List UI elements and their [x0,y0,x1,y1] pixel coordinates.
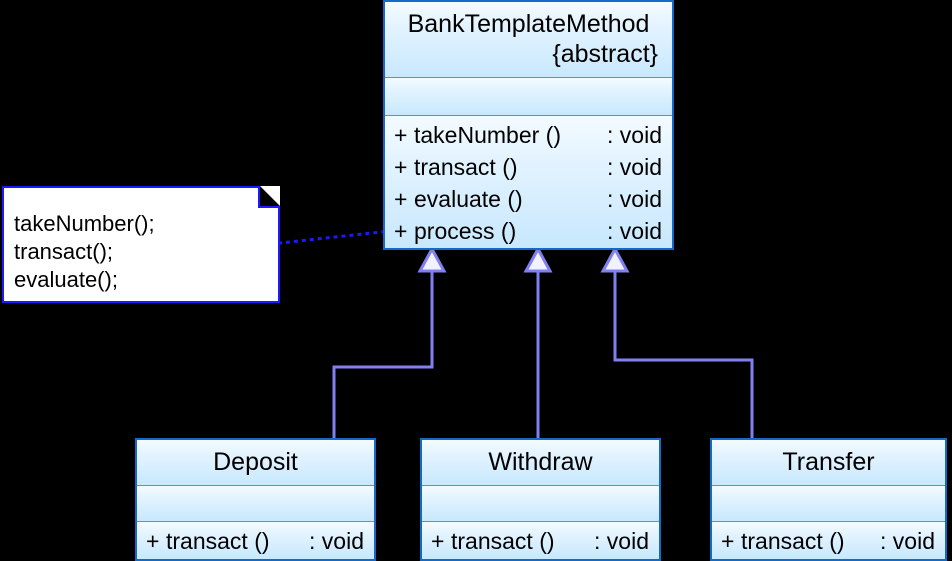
class-stereotype-label: {abstract} [552,40,658,69]
class-box-banktemplatemethod[interactable]: BankTemplateMethod {abstract} + takeNumb… [383,0,674,250]
note-fold-triangle-icon [260,186,280,206]
operation-return-type: : void [607,185,662,212]
class-operations-compartment: + transact () : void [712,521,945,560]
class-attributes-compartment [137,484,374,522]
operation-row: + transact () : void [712,525,945,557]
operation-row: + process () : void [385,215,672,247]
operation-visibility: + [394,185,408,212]
operation-signature: transact () [166,528,270,555]
operation-return-type: : void [594,528,649,555]
class-name-label: Withdraw [488,448,593,477]
operation-signature: transact () [741,528,845,555]
class-attributes-compartment [385,76,672,115]
class-name-label: BankTemplateMethod [407,10,650,39]
operation-visibility: + [394,153,408,180]
operation-return-type: : void [309,528,364,555]
note-anchor-line [261,229,391,247]
class-operations-compartment: + transact () : void [137,521,374,560]
inheritance-triangle-transfer [600,245,630,273]
operation-row: + evaluate () : void [385,183,672,215]
note-box[interactable]: takeNumber(); transact(); evaluate(); [2,186,280,303]
class-attributes-compartment [422,484,659,522]
operation-visibility: + [394,121,408,148]
class-attributes-compartment [712,484,945,522]
operation-row: + takeNumber () : void [385,119,672,151]
class-operations-compartment: + transact () : void [422,521,659,560]
operation-signature: takeNumber () [414,121,561,148]
operation-signature: process () [414,217,517,244]
operation-signature: transact () [451,528,555,555]
note-line: takeNumber(); [14,211,155,236]
operation-return-type: : void [607,121,662,148]
note-line: evaluate(); [14,267,118,292]
class-name-compartment: BankTemplateMethod {abstract} [385,2,672,77]
class-name-label: Deposit [213,448,298,477]
class-name-compartment: Deposit [137,440,374,485]
operation-row: + transact () : void [385,151,672,183]
class-operations-compartment: + takeNumber () : void + transact () : v… [385,114,672,248]
operation-signature: evaluate () [414,185,523,212]
inheritance-triangle-deposit [417,245,447,273]
class-box-withdraw[interactable]: Withdraw + transact () : void [420,438,661,561]
operation-signature: transact () [414,153,518,180]
operation-visibility: + [721,528,735,555]
operation-return-type: : void [607,153,662,180]
operation-visibility: + [431,528,445,555]
class-name-label: Transfer [782,448,875,477]
operation-return-type: : void [880,528,935,555]
class-box-deposit[interactable]: Deposit + transact () : void [135,438,376,561]
note-body: takeNumber(); transact(); evaluate(); [4,188,278,294]
class-name-compartment: Transfer [712,440,945,485]
class-name-compartment: Withdraw [422,440,659,485]
generalization-transfer [600,245,754,440]
generalization-deposit [332,245,447,440]
operation-row: + transact () : void [137,525,374,557]
operation-visibility: + [394,217,408,244]
inheritance-triangle-withdraw [523,245,553,273]
generalization-withdraw [523,245,553,440]
note-line: transact(); [14,239,114,264]
operation-visibility: + [146,528,160,555]
class-box-transfer[interactable]: Transfer + transact () : void [710,438,947,561]
operation-row: + transact () : void [422,525,659,557]
operation-return-type: : void [607,217,662,244]
